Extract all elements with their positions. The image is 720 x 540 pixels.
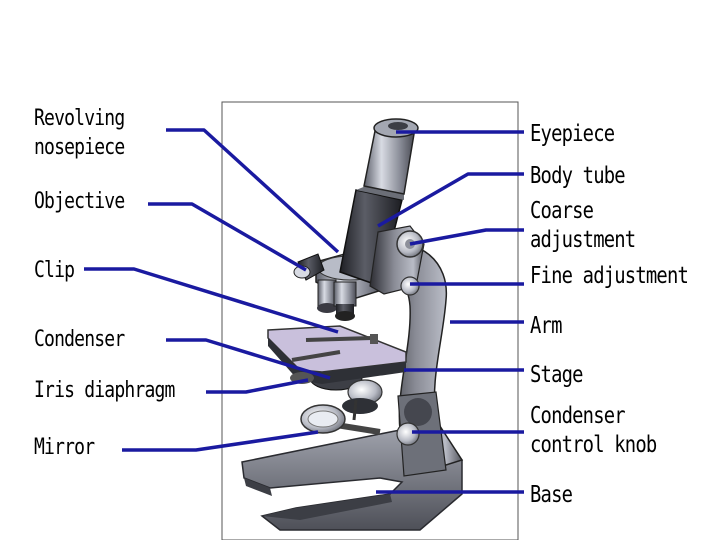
label-iris-diaphragm: Iris diaphragm bbox=[34, 376, 175, 405]
leader-lines bbox=[84, 128, 524, 494]
label-clip: Clip bbox=[34, 256, 75, 285]
leader-body-tube bbox=[377, 172, 524, 228]
label-clip-line1: Clip bbox=[34, 258, 75, 283]
label-revolving-nosepiece: Revolving nosepiece bbox=[34, 104, 125, 162]
label-stage-line1: Stage bbox=[530, 362, 584, 388]
leader-mirror bbox=[122, 430, 319, 452]
leader-iris-diaphragm bbox=[206, 378, 309, 394]
leader-clip bbox=[84, 267, 339, 334]
label-mirror-line1: Mirror bbox=[34, 435, 95, 460]
label-mirror: Mirror bbox=[34, 433, 95, 462]
label-coarse-adjustment: Coarse adjustment bbox=[530, 197, 636, 255]
label-stage: Stage bbox=[530, 361, 584, 390]
mirror-assembly bbox=[300, 404, 381, 435]
label-objective-line1: Objective bbox=[34, 189, 125, 214]
label-base: Base bbox=[530, 481, 573, 510]
condenser-knob-art bbox=[396, 398, 432, 446]
label-body-tube: Body tube bbox=[530, 162, 626, 191]
label-arm-line1: Arm bbox=[530, 313, 562, 339]
leader-objective bbox=[148, 202, 307, 272]
label-iris-diaphragm-line1: Iris diaphragm bbox=[34, 378, 175, 403]
label-eyepiece-line1: Eyepiece bbox=[530, 121, 615, 147]
label-body-tube-line1: Body tube bbox=[530, 163, 626, 189]
leader-condenser bbox=[166, 338, 331, 380]
label-condenser-control-knob-line2: control knob bbox=[530, 432, 657, 458]
label-revolving-nosepiece-line1: Revolving bbox=[34, 106, 125, 131]
label-coarse-adjustment-line2: adjustment bbox=[530, 227, 636, 253]
label-fine-adjustment: Fine adjustment bbox=[530, 262, 689, 291]
label-arm: Arm bbox=[530, 312, 562, 341]
microscope-arm bbox=[377, 243, 464, 471]
label-fine-adjustment-line1: Fine adjustment bbox=[530, 263, 689, 289]
label-condenser: Condenser bbox=[34, 325, 125, 354]
leader-revolving-nosepiece bbox=[166, 128, 340, 254]
label-revolving-nosepiece-line2: nosepiece bbox=[34, 135, 125, 160]
eyepiece-art bbox=[363, 118, 419, 195]
leader-coarse-adjustment bbox=[409, 228, 524, 246]
label-eyepiece: Eyepiece bbox=[530, 120, 615, 149]
label-base-line1: Base bbox=[530, 482, 573, 508]
label-coarse-adjustment-line1: Coarse bbox=[530, 198, 594, 224]
label-condenser-control-knob: Condenser control knob bbox=[530, 402, 657, 460]
stage-assembly bbox=[267, 325, 407, 384]
label-condenser-control-knob-line1: Condenser bbox=[530, 403, 626, 429]
label-condenser-line1: Condenser bbox=[34, 327, 125, 352]
label-objective: Objective bbox=[34, 187, 125, 216]
